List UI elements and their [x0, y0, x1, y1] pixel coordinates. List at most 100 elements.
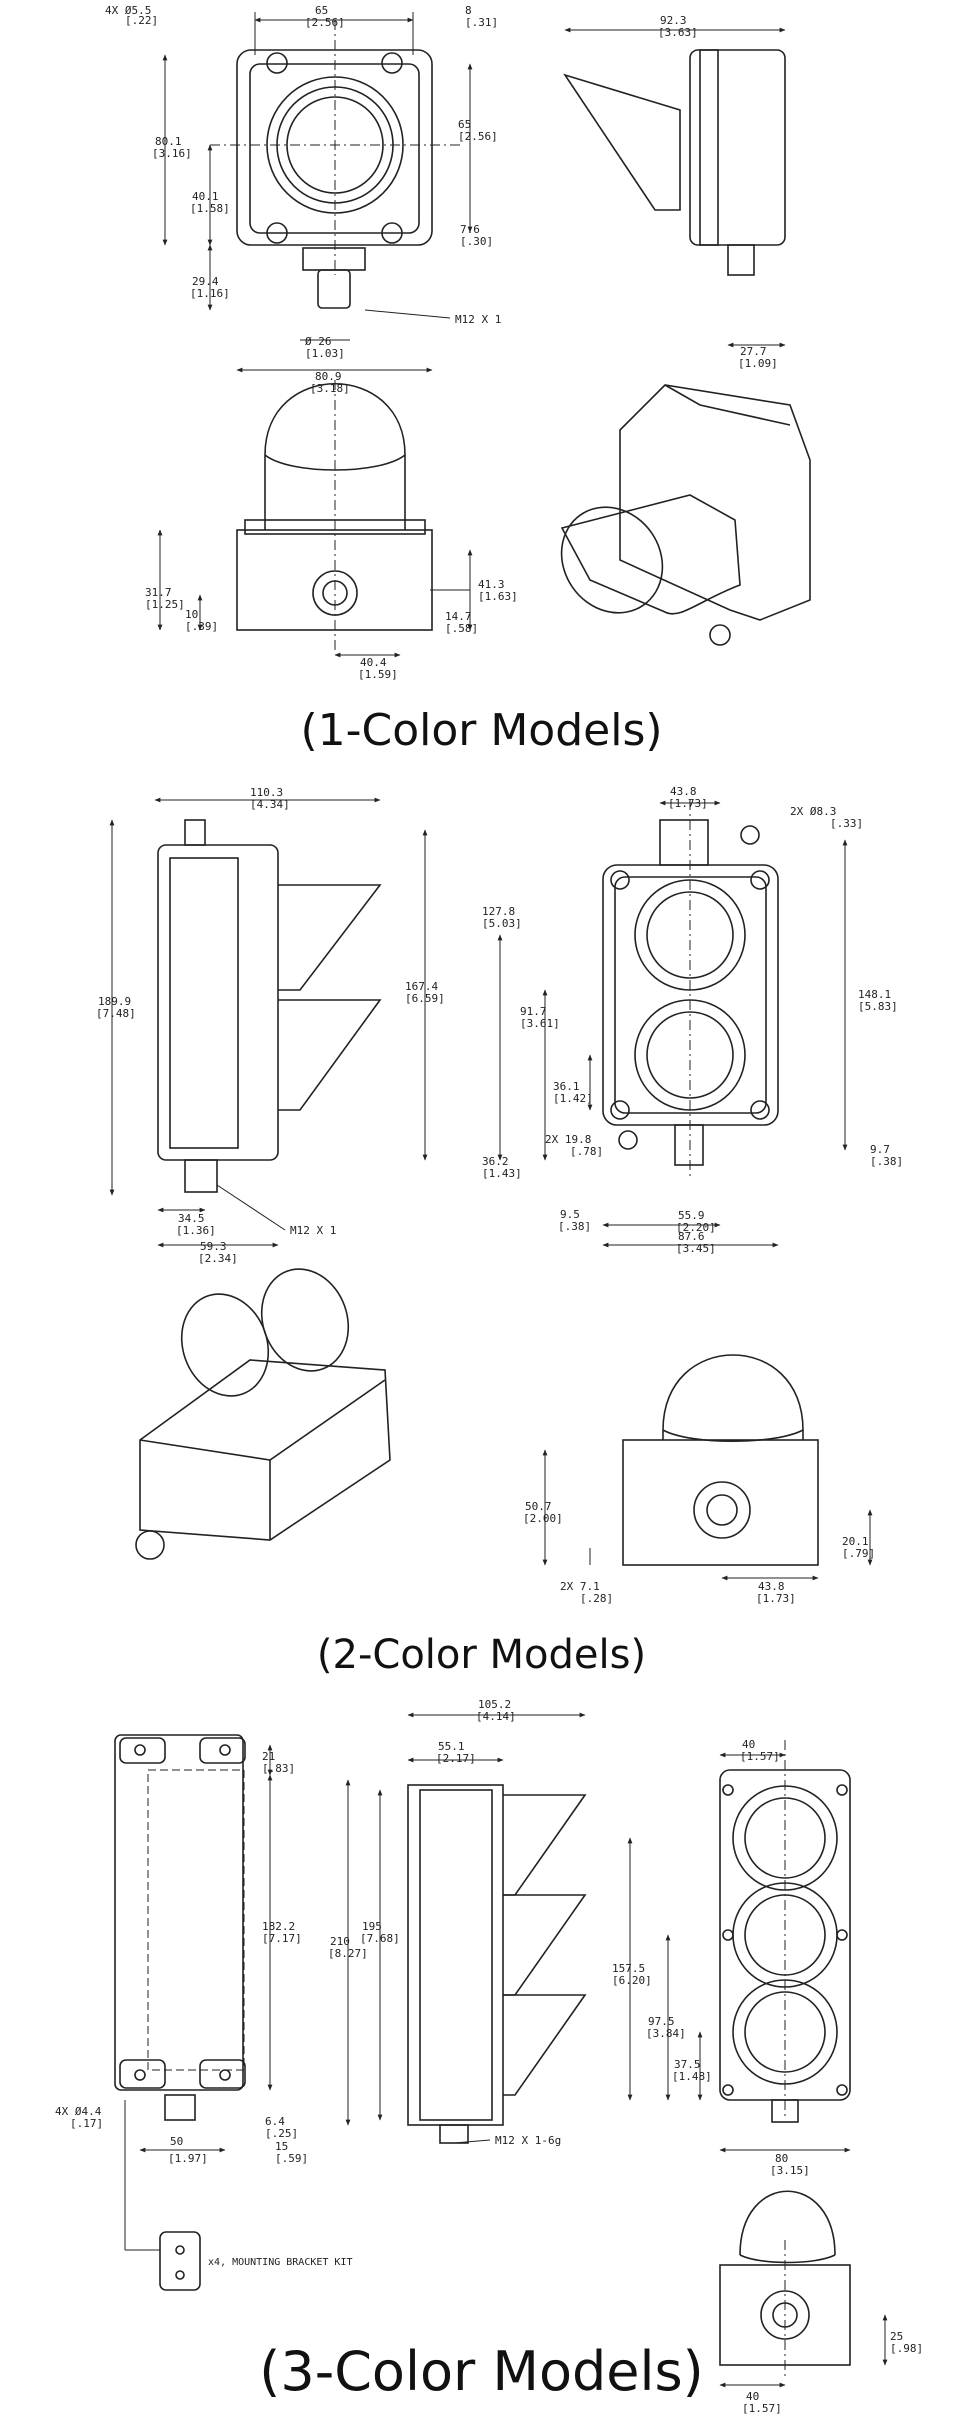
three-color-side-view [345, 1712, 587, 2144]
dim-label: [.39] [185, 620, 218, 633]
dim-label: 182.2 [262, 1920, 295, 1933]
two-color-caption: (2-Color Models) [316, 1632, 647, 1678]
dim-label: [.78] [570, 1145, 603, 1158]
dim-label: 40.4 [360, 656, 387, 669]
dim-label: 36.2 [482, 1155, 509, 1168]
dim-label: 43.8 [670, 785, 697, 798]
dim-label: [.33] [830, 817, 863, 830]
dim-label: [.31] [465, 16, 498, 29]
dim-label: [1.43] [482, 1167, 522, 1180]
dim-label: 2X 19.8 [545, 1133, 591, 1146]
dim-label: [1.16] [190, 287, 230, 300]
dim-label: 65 [458, 118, 471, 131]
dim-label: [.38] [870, 1155, 903, 1168]
dim-label: 43.8 [758, 1580, 785, 1593]
dim-label: [.79] [842, 1547, 875, 1560]
dim-label: 21 [262, 1750, 275, 1763]
dim-label: 10 [185, 608, 198, 621]
dim-label: [.17] [70, 2117, 103, 2130]
dim-label: [.59] [275, 2152, 308, 2165]
dim-label: [1.48] [672, 2070, 712, 2083]
three-color-front-view [627, 1740, 851, 2153]
dim-label: [1.97] [168, 2152, 208, 2165]
dim-label: 14.7 [445, 610, 472, 623]
dim-label: 6.4 [265, 2115, 285, 2128]
dim-label: 87.6 [678, 1230, 705, 1243]
two-color-iso-view [135, 1268, 391, 1560]
three-color-caption: (3-Color Models) [259, 2340, 704, 2403]
dim-label: M12 X 1 [290, 1224, 336, 1237]
dim-label: 9.7 [870, 1143, 890, 1156]
dim-label: [4.14] [476, 1710, 516, 1723]
dim-label: [2.34] [198, 1252, 238, 1265]
two-color-side-view [109, 797, 428, 1248]
dim-label: 92.3 [660, 14, 687, 27]
dim-label: 40 [746, 2390, 759, 2403]
dim-label: [4.34] [250, 798, 290, 811]
dim-label: 55.9 [678, 1209, 705, 1222]
dim-label: [5.83] [858, 1000, 898, 1013]
dim-label: 110.3 [250, 786, 283, 799]
dim-label: 8 [465, 4, 472, 17]
dim-label: [.30] [460, 235, 493, 248]
one-color-front-view [157, 380, 473, 658]
dim-label: M12 X 1-6g [495, 2134, 561, 2147]
dim-label: [1.36] [176, 1224, 216, 1237]
dim-label: [2.56] [305, 16, 345, 29]
dim-label: [1.63] [478, 590, 518, 603]
dim-label: [.25] [265, 2127, 298, 2140]
dim-label: Ø 26 [305, 335, 332, 348]
dim-label: [1.09] [738, 357, 778, 370]
dim-label: [8.27] [328, 1947, 368, 1960]
dim-label: [1.57] [742, 2402, 782, 2415]
one-color-caption: (1-Color Models) [300, 705, 663, 756]
dim-label: [6.20] [612, 1974, 652, 1987]
dim-label: 4X Ø4.4 [55, 2105, 102, 2118]
one-color-iso-view [560, 384, 811, 646]
dim-label: 40 [742, 1738, 755, 1751]
dim-label: [2.20] [676, 1221, 716, 1234]
dim-label: 2X 7.1 [560, 1580, 600, 1593]
dim-label: [2.17] [436, 1752, 476, 1765]
bracket-label: x4, MOUNTING BRACKET KIT [208, 2257, 353, 2268]
dim-label: 27.7 [740, 345, 767, 358]
dim-label: [7.68] [360, 1932, 400, 1945]
dim-label: [1.73] [756, 1592, 796, 1605]
dim-label: [1.57] [740, 1750, 780, 1763]
two-color-bottom-view [542, 1354, 873, 1581]
dim-label: 31.7 [145, 586, 172, 599]
dim-label: [.22] [125, 14, 158, 27]
dim-label: [3.15] [770, 2164, 810, 2177]
dim-label: [.38] [558, 1220, 591, 1233]
one-color-side-view [563, 27, 786, 348]
dim-label: [.58] [445, 622, 478, 635]
dim-label: 50.7 [525, 1500, 552, 1513]
dim-label: 65 [315, 4, 328, 17]
dim-label: [3.45] [676, 1242, 716, 1255]
dim-label: 34.5 [178, 1212, 205, 1225]
dim-label: 7.6 [460, 223, 480, 236]
dim-label: [3.61] [520, 1017, 560, 1030]
dim-label: 97.5 [648, 2015, 675, 2028]
dim-label: 41.3 [478, 578, 505, 591]
dim-label: 20.1 [842, 1535, 869, 1548]
dim-label: 25 [890, 2330, 903, 2343]
dim-label: 9.5 [560, 1208, 580, 1221]
dim-label: 29.4 [192, 275, 219, 288]
dim-label: 105.2 [478, 1698, 511, 1711]
dim-label: [1.03] [305, 347, 345, 360]
dim-label: 195 [362, 1920, 382, 1933]
dim-label: 59.3 [200, 1240, 227, 1253]
dim-label: 40.1 [192, 190, 219, 203]
dim-label: [3.63] [658, 26, 698, 39]
dim-label: [.28] [580, 1592, 613, 1605]
dim-label: 127.8 [482, 905, 515, 918]
dim-label: [3.18] [310, 382, 350, 395]
dim-label: [1.59] [358, 668, 398, 681]
dim-label: 148.1 [858, 988, 891, 1001]
dim-label: [1.73] [668, 797, 708, 810]
dim-label: [2.56] [458, 130, 498, 143]
dim-label: 55.1 [438, 1740, 465, 1753]
dim-label: 91.7 [520, 1005, 547, 1018]
